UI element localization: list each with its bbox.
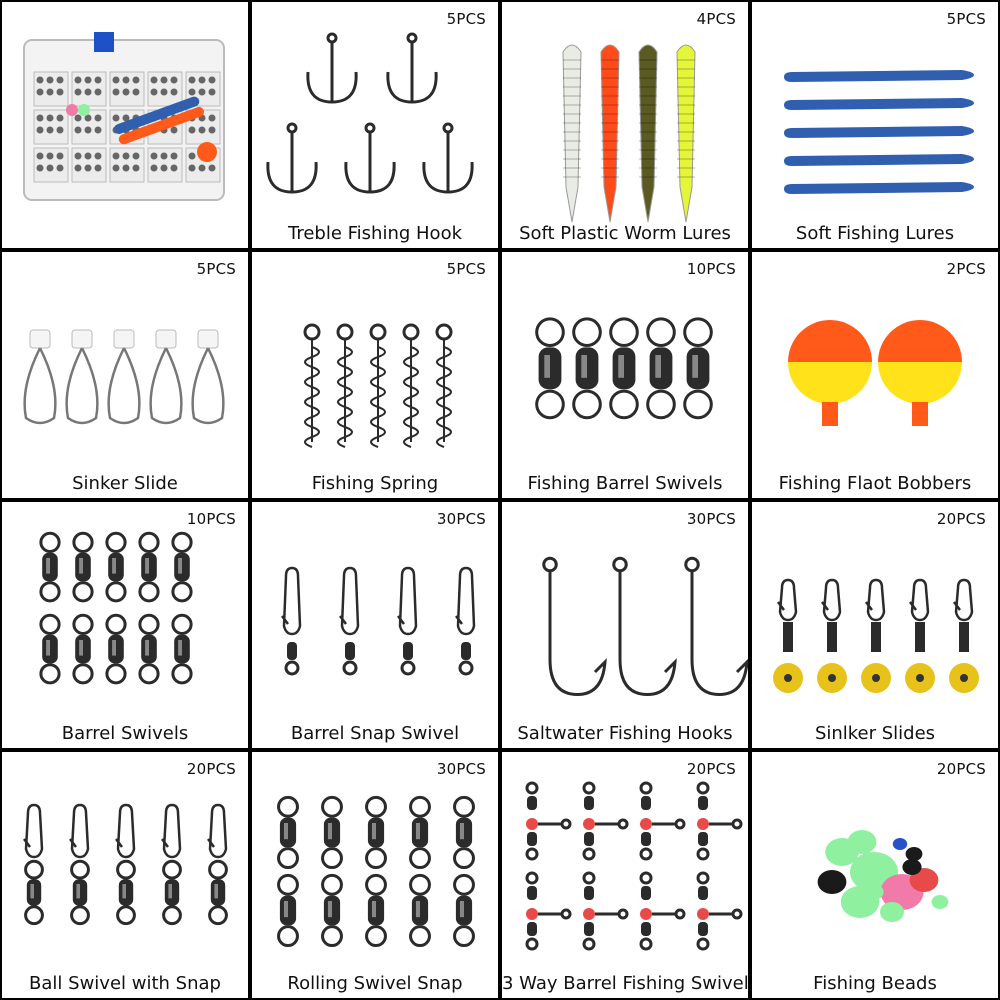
ball-swivel-snap-icon	[23, 803, 228, 926]
product-label: Barrel Swivels	[61, 723, 189, 744]
product-label: Sinlker Slides	[814, 723, 936, 744]
beads-icon	[817, 830, 949, 922]
product-cell: 20PCS 3 Way Barrel Fishing Swivels	[502, 752, 748, 998]
worm-lure-icon	[562, 44, 696, 223]
bead-slide-icon	[773, 578, 979, 693]
product-label: Fishing Spring	[311, 473, 439, 494]
product-cell: 5PCS Fishing Spring	[252, 252, 498, 498]
piece-count: 30PCS	[436, 760, 486, 778]
product-cell: 20PCS Sinlker Slides	[752, 502, 998, 748]
product-label: Fishing Beads	[813, 973, 937, 994]
treble-hook-icon	[266, 32, 474, 194]
product-label: Soft Fishing Lures	[795, 223, 955, 244]
product-label: 3 Way Barrel Fishing Swivels	[502, 973, 748, 994]
ball-bearing-swivel-icon	[39, 531, 193, 685]
product-cell: 5PCS Sinker Slide	[2, 252, 248, 498]
piece-count: 5PCS	[446, 260, 486, 278]
product-label: Sinker Slide	[72, 473, 178, 494]
product-cell: 20PCS Ball Swivel with Snap	[2, 752, 248, 998]
bobber-icon	[788, 320, 962, 426]
piece-count: 20PCS	[186, 760, 236, 778]
product-cell: 5PCS Treble Fishing Hook	[252, 2, 498, 248]
product-label: Soft Plastic Worm Lures	[519, 223, 731, 244]
stick-lure-icon	[784, 70, 974, 194]
product-cell	[2, 2, 248, 248]
piece-count: 30PCS	[436, 510, 486, 528]
snap-swivel-icon	[281, 566, 476, 676]
product-label: Saltwater Fishing Hooks	[517, 723, 733, 744]
spring-lock-icon	[303, 323, 453, 448]
product-cell: 4PCS Soft Plastic Worm Lures	[502, 2, 748, 248]
piece-count: 5PCS	[946, 10, 986, 28]
product-cell: 10PCS Barrel Swivels	[2, 502, 248, 748]
product-cell: 30PCS Rolling Swivel Snap	[252, 752, 498, 998]
barrel-swivel-icon	[535, 317, 713, 420]
piece-count: 2PCS	[946, 260, 986, 278]
product-cell: 10PCS Fishing Barrel Swivels	[502, 252, 748, 498]
sinker-slide-icon	[23, 329, 225, 425]
piece-count: 10PCS	[186, 510, 236, 528]
rolling-swivel-icon	[277, 795, 475, 948]
product-cell: 30PCS Saltwater Fishing Hooks	[502, 502, 748, 748]
piece-count: 4PCS	[696, 10, 736, 28]
product-label: Fishing Flaot Bobbers	[778, 473, 972, 494]
product-label: Treble Fishing Hook	[287, 223, 463, 244]
product-cell: 30PCS Barrel Snap Swivel	[252, 502, 498, 748]
piece-count: 20PCS	[936, 510, 986, 528]
product-cell: 5PCS Soft Fishing Lures	[752, 2, 998, 248]
single-hook-icon	[542, 556, 748, 697]
piece-count: 10PCS	[686, 260, 736, 278]
piece-count: 20PCS	[936, 760, 986, 778]
three-way-swivel-icon	[525, 781, 743, 951]
product-label: Fishing Barrel Swivels	[527, 473, 723, 494]
piece-count: 20PCS	[686, 760, 736, 778]
product-label: Barrel Snap Swivel	[290, 723, 460, 744]
piece-count: 5PCS	[446, 10, 486, 28]
product-label: Rolling Swivel Snap	[287, 973, 463, 994]
product-cell: 2PCS Fishing Flaot Bobbers	[752, 252, 998, 498]
piece-count: 5PCS	[196, 260, 236, 278]
product-label: Ball Swivel with Snap	[29, 973, 221, 994]
product-cell: 20PCS Fishing Beads	[752, 752, 998, 998]
piece-count: 30PCS	[686, 510, 736, 528]
tackle-box-image	[23, 32, 225, 201]
